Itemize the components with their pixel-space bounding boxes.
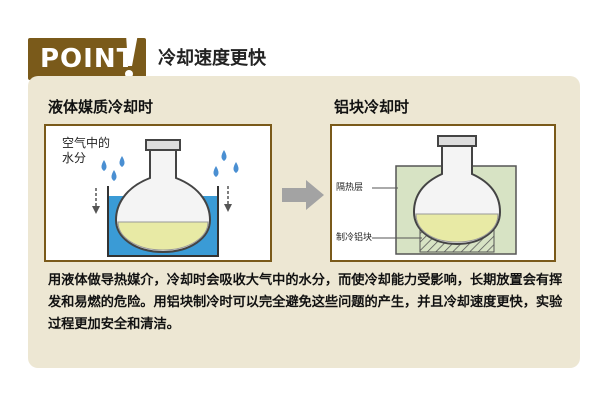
point-badge-text: POINT [40,44,136,74]
headline: 冷却速度更快 [158,48,266,69]
liquid-cooling-diagram [92,139,239,257]
flask-neck-top [145,139,181,151]
flask-liquid [415,213,499,243]
right-arrow-icon [282,180,324,210]
left-section-title: 液体媒质冷却时 [48,98,154,116]
flask-neck-top [437,135,477,147]
description-text: 用液体做导热媒介，冷却时会吸收大气中的水分，而使冷却能力受影响，长期放置会有挥发… [48,273,563,332]
aluminum-block-diagram [372,135,517,255]
insulation-label: 隔热层 [336,183,364,193]
point-badge: POINT [28,34,146,80]
aluminum-block-label: 制冷铝块 [336,233,373,243]
right-section-title: 铝块冷却时 [334,98,410,116]
beaker-outline [107,186,219,257]
right-diagram-box [330,124,556,262]
water-droplets-icon [101,150,239,181]
air-moisture-label: 空气中的 水分 [62,136,111,165]
flask-liquid [117,221,209,251]
left-diagram-box [44,124,272,262]
